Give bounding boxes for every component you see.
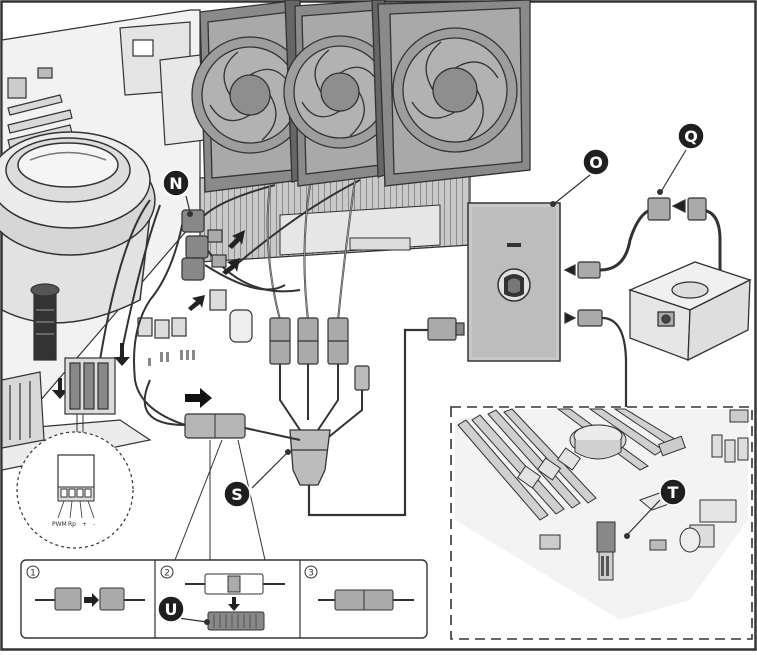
callout-s-label: S [231,485,243,504]
step-number-2: 2 [164,569,170,579]
splitter-hub [279,364,363,486]
step-3: 3 [304,565,414,611]
mb-fan-header [64,357,116,440]
fan-left [191,0,309,193]
arrow-down-icon [228,597,240,611]
zoom-lines [174,439,266,561]
hub-to-controller-cable [307,328,430,517]
connector-zoom: PWM Rp + - [16,431,134,549]
pin-label-rp: Rp [68,521,76,528]
callout-dots [187,189,663,625]
steps-frame [20,559,428,639]
fan-controller [467,202,561,362]
callout-s: S [223,480,251,508]
pin-label-minus: - [93,521,95,528]
callout-u-label: U [165,600,178,619]
controller-input-plug [427,317,465,341]
callout-q: Q [677,122,705,150]
callout-q-label: Q [684,127,698,146]
pin-label-pwm: PWM [52,521,67,528]
fan-middle [283,0,397,187]
step-1: 1 [26,565,145,611]
controller-arrow-connectors [563,261,603,327]
cpu-cooler-pump [0,131,156,324]
pump-connectors [181,209,227,281]
pump-cables [99,199,301,426]
callout-o: O [582,148,610,176]
step-number-3: 3 [308,569,314,579]
step-number-1: 1 [30,569,36,579]
fan-cable-connectors [269,317,370,391]
fan-cables-inner [267,179,356,321]
extension-cable [143,379,301,441]
steps-panel: 1 2 3 [20,559,428,639]
fan-right [377,0,531,187]
power-supply [628,261,752,362]
sata-connectors [647,197,707,221]
callout-t-label: T [668,483,679,502]
right-arrow-icon [185,388,212,408]
step-2: 2 [160,565,285,631]
callout-t: T [659,478,687,506]
callout-o-label: O [589,153,603,172]
callout-leaders [177,149,687,623]
pin-label-plus: + [82,521,87,528]
direction-arrows [52,230,245,399]
standoff-post [30,283,60,361]
arrow-right-icon [84,593,99,607]
callout-n-label: N [169,174,182,193]
callout-n: N [162,169,190,197]
callout-u: U [157,595,185,623]
